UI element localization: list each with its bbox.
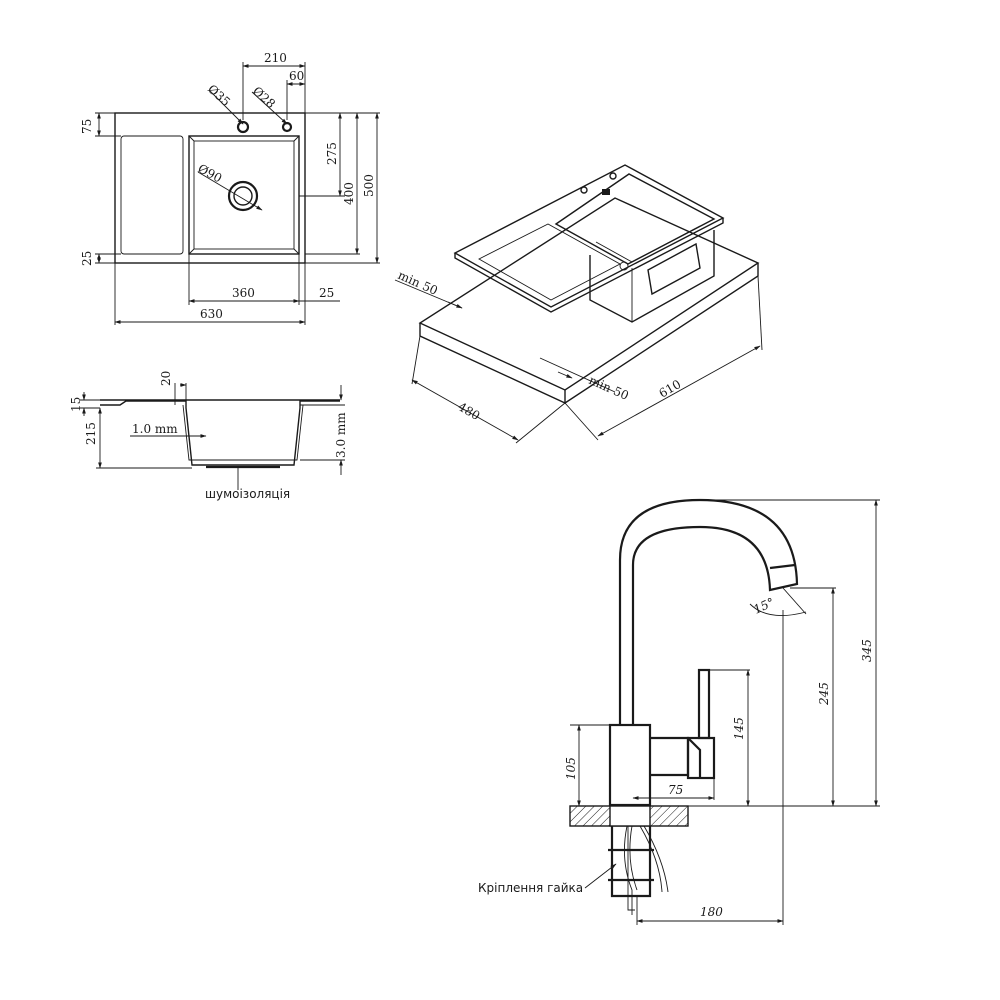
drainboard-outline	[120, 135, 184, 255]
bowl-outer	[188, 135, 300, 255]
dim-75: 75	[80, 119, 94, 134]
section-profile-inner	[182, 404, 304, 461]
iso-tap-hole-b	[609, 172, 617, 180]
dim-20: 20	[159, 371, 173, 386]
hose-right	[639, 825, 669, 893]
drainboard	[478, 223, 621, 301]
dim-hole-35: Ø35	[205, 82, 233, 109]
bowl-inner	[193, 140, 295, 250]
mounting-nut	[608, 826, 654, 898]
dim-610: 610	[657, 377, 684, 401]
dim-15: 15	[69, 397, 83, 412]
countertop-front	[419, 323, 566, 405]
drain-circle-inner	[233, 186, 253, 206]
insulation-label: шумоізоляція	[205, 487, 290, 501]
iso-tap-hole-a	[580, 186, 588, 194]
dim-180: 180	[700, 905, 723, 919]
sink-section-view: 20 15 215 1.0 mm 3.0 mm шумоізоляція	[69, 371, 348, 501]
nut-label: Кріплення гайка	[478, 881, 583, 895]
iso-logo	[602, 189, 610, 195]
bowl-rim	[554, 173, 716, 265]
dim-245: 245	[817, 682, 831, 706]
dim-630: 630	[200, 307, 223, 321]
tap-hole-28	[281, 121, 293, 133]
dim-1mm: 1.0 mm	[132, 422, 178, 436]
dim-275: 275	[325, 142, 339, 165]
sink-top-view: 210 60 Ø35 Ø28 Ø90 75 25 275 400 500 360…	[80, 51, 380, 325]
dim-210: 210	[264, 51, 287, 65]
section-profile-outer	[100, 399, 340, 466]
dim-75-faucet: 75	[668, 783, 683, 797]
faucet-handle-rod	[697, 668, 711, 740]
sink-outline	[114, 112, 306, 264]
faucet-lever-arm	[650, 736, 690, 777]
faucet-view: 15° 345 245 145 105 75 180 Кріплення гай…	[478, 498, 880, 925]
dim-drain-90: Ø90	[196, 161, 225, 185]
dim-min50-b: min 50	[587, 373, 631, 403]
dim-500: 500	[362, 174, 376, 197]
dim-145: 145	[732, 717, 746, 740]
dim-min50-a: min 50	[396, 268, 440, 298]
dim-360: 360	[232, 286, 255, 300]
dim-480: 480	[456, 399, 483, 423]
hose-left	[623, 825, 638, 915]
dim-60: 60	[289, 69, 304, 83]
dim-215: 215	[84, 422, 98, 445]
dim-25-left: 25	[80, 251, 94, 266]
sink-isometric-view: min 50 min 50 480 610	[394, 164, 763, 444]
drain-circle-outer	[227, 180, 259, 212]
dim-105: 105	[564, 757, 578, 780]
dim-345: 345	[860, 639, 874, 662]
faucet-body	[608, 723, 652, 807]
dim-400: 400	[342, 182, 356, 205]
dim-3mm: 3.0 mm	[334, 412, 348, 458]
bowl-cutout	[647, 242, 701, 296]
dim-25-bottom: 25	[319, 286, 334, 300]
dim-hole-28: Ø28	[250, 84, 278, 111]
faucet-spout	[618, 498, 799, 725]
dim-angle-15: 15°	[751, 595, 776, 617]
